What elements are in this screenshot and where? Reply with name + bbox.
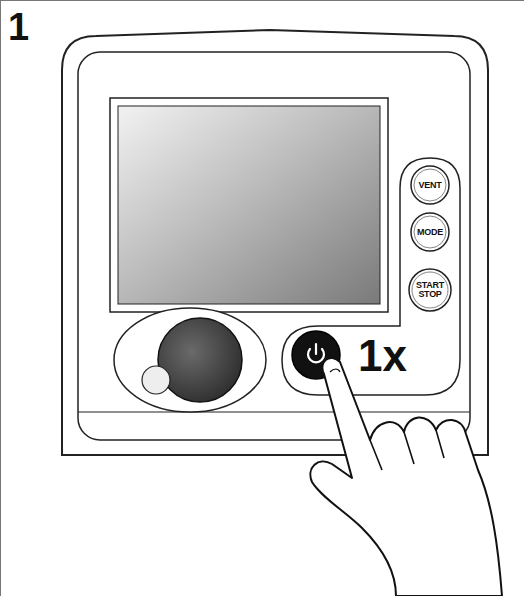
control-button: START STOP	[408, 268, 452, 312]
control-button: VENT	[410, 165, 450, 205]
button-label: START STOP	[415, 281, 445, 299]
button-text-holder: VENT	[410, 165, 450, 205]
step-number: 1	[8, 8, 29, 46]
press-count: 1x	[358, 334, 407, 378]
button-label: MODE	[413, 228, 447, 237]
button-text-holder: START STOP	[408, 268, 452, 312]
button-text-holder: MODE	[410, 212, 450, 252]
button-label: VENT	[413, 181, 447, 190]
control-button: MODE	[410, 212, 450, 252]
